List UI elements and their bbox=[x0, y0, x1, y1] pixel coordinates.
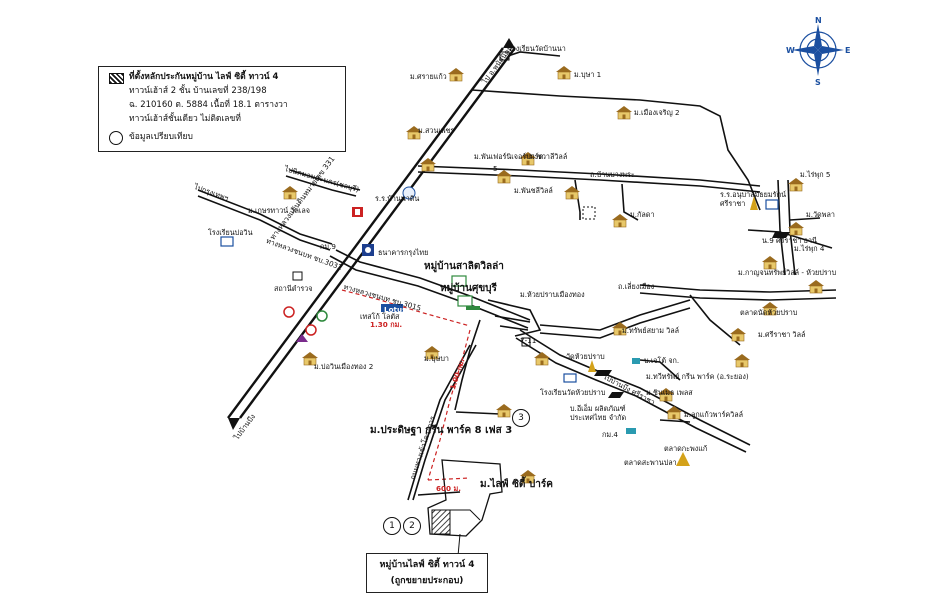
circle-swatch-icon bbox=[109, 131, 123, 145]
highway-331 bbox=[227, 47, 516, 419]
place-label: น.9 ศรีราชา ธานี bbox=[762, 236, 817, 245]
place-label: เทสโก้ โลตัส bbox=[360, 312, 400, 321]
legend-project-line2: ทาวน์เฮ้าส์ 2 ชั้น บ้านเลขที่ 238/198 bbox=[129, 86, 267, 96]
place-label: ม.ศรีราชา วิลล์ bbox=[758, 330, 806, 339]
village-orchid-label: หมู่บ้านสาลิตวิลล่า bbox=[424, 261, 504, 272]
local-road-right-label: ถ.เลี่ยงเมือง bbox=[618, 282, 655, 291]
place-label: ตลาดนัดห้วยปราบ bbox=[740, 308, 798, 317]
comparison-marker-3: 3 bbox=[512, 409, 530, 427]
compass-n-label: N bbox=[815, 16, 822, 25]
legend-project-line1: ที่ตั้งหลักประกันหมู่บ้าน ไลฟ์ ซิตี้ ทาว… bbox=[129, 72, 279, 82]
place-label: ม.กาญจนทรัพย์วิลล์ - ห้วยปราบ bbox=[738, 268, 837, 277]
place-label: กม.4 bbox=[602, 430, 618, 439]
place-label: 7-11 bbox=[520, 336, 537, 345]
place-label: ร.ร.บ้านนาดิน bbox=[375, 194, 420, 203]
compass-rose bbox=[792, 24, 844, 76]
place-label: ม.บุษบา bbox=[424, 354, 449, 363]
place-label: ม.บ่อวินเมืองทอง 2 bbox=[314, 362, 374, 371]
place-label: ตลาดกะพงแก้ bbox=[664, 444, 708, 453]
village-suksan-label: หมู่บ้านศุขบุรี bbox=[440, 283, 497, 294]
place-label: ตลาดสะพานปลา bbox=[624, 458, 677, 467]
place-label: โรงเรียนวัดบ้านนา bbox=[508, 44, 566, 53]
place-label: วัดห้วยปราบ bbox=[566, 352, 605, 361]
place-label: บ.เจโต้ จก. bbox=[644, 356, 680, 365]
place-label: ม.ทวีทรัพย์ กรีน พาร์ค (อ.ระยอง) bbox=[646, 372, 749, 381]
place-label: ม.พันชลีวิลล์ bbox=[514, 186, 553, 195]
place-label: โรงเรียนบ่อวิน bbox=[208, 228, 253, 237]
place-label: ม.กัลดา bbox=[630, 210, 655, 219]
route-dashed bbox=[341, 289, 471, 481]
place-label: ม.ห้วยปราบเมืองทอง bbox=[520, 290, 585, 299]
place-label: ม.ชินเมธ เพลส bbox=[646, 388, 693, 397]
callout-line2: (ถูกขยายประกอบ) bbox=[390, 576, 464, 586]
compass-w-label: W bbox=[786, 46, 795, 55]
distance-600-label: 600 ม. bbox=[436, 484, 461, 493]
place-label: ม.วัดพลา bbox=[806, 210, 835, 219]
compass-s-label: S bbox=[815, 78, 821, 87]
comparison-marker-1: 1 bbox=[383, 517, 401, 535]
place-label: ม.พันเฟอร์นิเจอร์ปาร์ค bbox=[474, 152, 544, 161]
village-pradit-label: ม.ประดิษฐา กรีน พาร์ค 8 เฟส 3 bbox=[370, 425, 513, 436]
landmark-icons bbox=[220, 186, 779, 466]
legend-project-line3: ฉ. 210160 ต. 5884 เนื้อที่ 18.1 ตารางวา bbox=[129, 100, 288, 110]
place-label: 5 bbox=[493, 164, 498, 173]
hatched-swatch-icon bbox=[109, 73, 124, 84]
distance-130-label: 1.30 กม. bbox=[370, 320, 403, 329]
place-label: ม.ไร่พุก 5 bbox=[800, 170, 831, 179]
tesco-sign: Lotus bbox=[384, 305, 407, 314]
place-label: ม.ไร่พุก 4 bbox=[794, 244, 825, 253]
place-label: ม.ชวาลีวิลล์ bbox=[530, 152, 568, 161]
callout-line1: หมู่บ้านไลฟ์ ซิตี้ ทาวน์ 4 bbox=[379, 560, 475, 570]
place-label: ม.บุษา 1 bbox=[574, 70, 602, 79]
place-label: ม.เกษรทาวน์ วิลเลจ bbox=[248, 206, 310, 215]
project-block bbox=[427, 459, 503, 557]
place-label: ม.ลูกแก้วพาร์ควิลล์ bbox=[684, 410, 744, 419]
legend-project-line4: ทาวน์เฮ้าส์ชั้นเดียว ไม่ติดเลขที่ bbox=[129, 114, 241, 124]
place-label: ม.ศรายแก้ว bbox=[410, 72, 447, 81]
place-label: โรงเรียนวัดห้วยปราบ bbox=[540, 388, 606, 397]
place-label: กม.9 bbox=[320, 242, 336, 251]
place-label: ม.สวนเพชร bbox=[418, 126, 455, 135]
comparison-marker-2: 2 bbox=[403, 517, 421, 535]
place-label: ธนาคารกรุงไทย bbox=[378, 248, 429, 257]
legend-comparison: ข้อมูลเปรียบเทียบ bbox=[129, 132, 193, 142]
place-label: ม.ทรัพย์สยาม วิลล์ bbox=[622, 326, 680, 335]
place-label: ม.เมืองเจริญ 2 bbox=[634, 108, 680, 117]
place-label: บ.อีเอ็ม ผลิตภัณฑ์ ประเทศไทย จำกัด bbox=[570, 404, 627, 422]
place-label: สถานีตำรวจ bbox=[274, 284, 313, 293]
local-road-top-label: ถ.บ้านบางพระ bbox=[590, 170, 635, 179]
village-lifecity-label: ม.ไลฟ์ ซิตี้ ปาร์ค bbox=[480, 479, 553, 490]
compass-e-label: E bbox=[845, 46, 851, 55]
project-callout: หมู่บ้านไลฟ์ ซิตี้ ทาวน์ 4 (ถูกขยายประกอ… bbox=[366, 553, 488, 593]
place-label: ร.ร.อนุบาลมัธยมรัตน์ ศรีราชา bbox=[720, 190, 787, 208]
map-legend: ที่ตั้งหลักประกันหมู่บ้าน ไลฟ์ ซิตี้ ทาว… bbox=[98, 66, 346, 152]
